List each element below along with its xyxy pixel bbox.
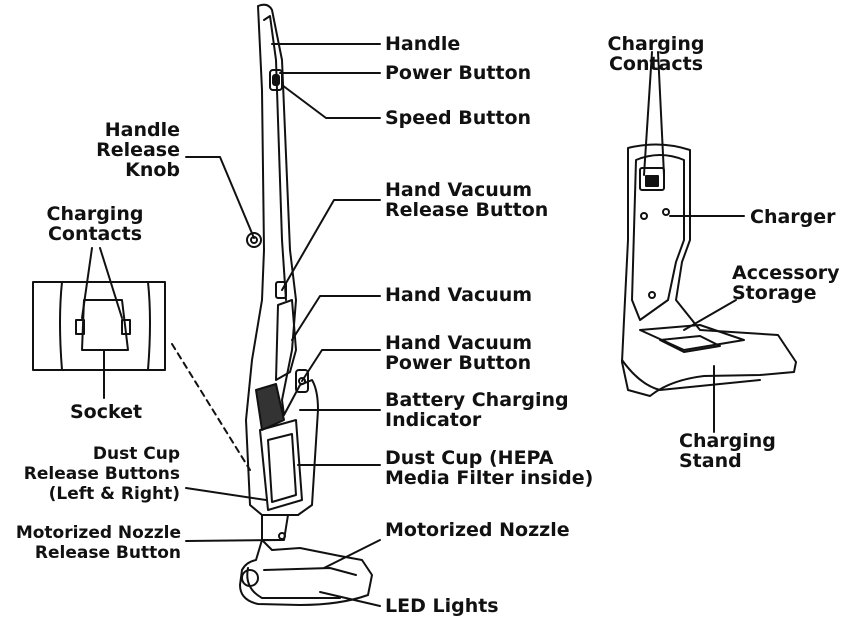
label-handle-release-knob: Handle Release Knob [96, 119, 180, 181]
label-handle: Handle [385, 33, 461, 55]
label-battery-charging-indicator: Battery Charging Indicator [385, 389, 569, 431]
label-dust-cup-release-buttons: Dust Cup Release Buttons (Left & Right) [23, 444, 180, 504]
stick-vacuum [239, 3, 373, 606]
label-dust-cup: Dust Cup (HEPA Media Filter inside) [385, 447, 594, 489]
label-motorized-nozzle-release-button: Motorized Nozzle Release Button [15, 523, 181, 563]
label-led-lights: LED Lights [385, 595, 499, 617]
leader-lines [81, 43, 745, 607]
label-hand-vacuum-power-button: Hand Vacuum Power Button [385, 332, 533, 374]
label-socket: Socket [70, 401, 143, 423]
label-charger: Charger [750, 206, 836, 228]
label-charging-contacts-right: Charging Contacts [607, 33, 705, 75]
label-motorized-nozzle: Motorized Nozzle [385, 519, 570, 541]
label-power-button: Power Button [385, 62, 532, 84]
socket-inset [32, 281, 166, 371]
label-accessory-storage: Accessory Storage [732, 262, 840, 304]
label-hand-vacuum: Hand Vacuum [385, 284, 533, 306]
label-charging-contacts-left: Charging Contacts [46, 203, 144, 245]
label-charging-stand: Charging Stand [679, 430, 776, 472]
label-hand-vacuum-release-button: Hand Vacuum Release Button [385, 179, 549, 221]
label-speed-button: Speed Button [385, 107, 532, 129]
